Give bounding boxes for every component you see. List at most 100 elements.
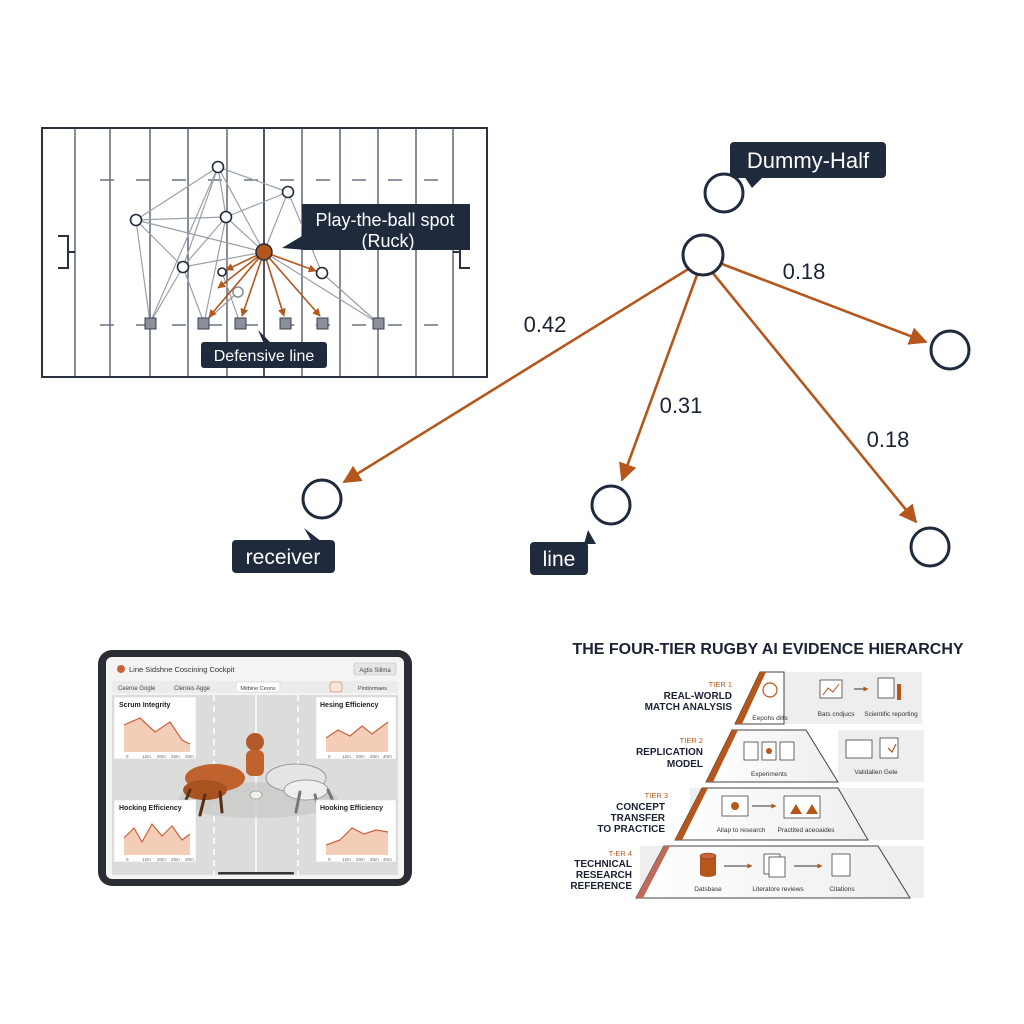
defender-square xyxy=(144,317,157,330)
literature-doc-icon xyxy=(768,856,786,878)
center-filter-button[interactable] xyxy=(235,681,281,693)
experiment-doc-icon xyxy=(743,741,759,761)
svg-text:0: 0 xyxy=(328,754,331,759)
validation-doc-icon xyxy=(879,737,899,759)
tier-2-name-2: MODEL xyxy=(667,759,703,770)
receiver-node xyxy=(301,478,343,520)
rugby-field-diagram: Play-the-ball spot (Ruck) Defensive line xyxy=(41,127,488,378)
tier-4-name-3: REFERENCE xyxy=(570,881,632,892)
line-callout: line xyxy=(530,530,596,575)
right-filter[interactable]: Pintlormaes xyxy=(358,686,387,692)
tier-4-item-3: Citations xyxy=(829,886,855,893)
svg-text:25m: 25m xyxy=(370,857,379,862)
atom-icon xyxy=(762,682,778,698)
edge-to-receiver xyxy=(342,266,691,484)
svg-text:0: 0 xyxy=(328,857,331,862)
tier-1-name-2: MATCH ANALYSIS xyxy=(645,702,733,713)
panel-hesing-efficiency: Hesing Efficiency xyxy=(315,696,397,760)
line-node xyxy=(590,484,632,526)
edge-to-right-upper xyxy=(721,262,928,345)
tier-1-name-1: REAL-WORLD xyxy=(664,691,732,702)
report-icon xyxy=(877,677,895,699)
top-button[interactable] xyxy=(353,662,397,676)
tier-3-name-3: TO PRACTICE xyxy=(597,824,665,835)
defensive-line-label: Defensive line xyxy=(214,348,315,365)
panel-scrum-integrity: Scrum Integrity xyxy=(113,696,197,760)
tier-3-name-1: CONCEPT xyxy=(616,802,665,813)
tier-3-item-2: Practited aceoaides xyxy=(777,827,835,834)
toggle-icon[interactable] xyxy=(329,681,343,693)
player-node xyxy=(232,286,244,298)
receiver-label: receiver xyxy=(246,546,321,569)
panel-hocking-efficiency: Hocking Efficiency xyxy=(113,799,197,863)
player-node xyxy=(217,267,227,277)
practice-board-icon xyxy=(783,795,821,819)
ruck-callout: Play-the-ball spot (Ruck) xyxy=(282,204,470,251)
player-connections xyxy=(135,166,379,324)
database-icon xyxy=(699,852,717,877)
player-node xyxy=(219,210,233,224)
ruck-callout-line1: Play-the-ball spot xyxy=(315,210,454,230)
svg-text:25m: 25m xyxy=(171,754,180,759)
svg-text:40m: 40m xyxy=(383,754,392,759)
top-button-label: Agtis Sillma xyxy=(359,668,391,674)
dashboard-title: Line Sidshne Coscining Cockpit xyxy=(129,665,235,674)
app-logo-icon xyxy=(117,665,125,673)
panel-tr-title: Hesing Efficiency xyxy=(320,702,378,709)
dummy-half-marker-node xyxy=(703,172,745,214)
defender-square xyxy=(234,317,247,330)
tier-4-name-1: TECHNICAL xyxy=(574,859,632,870)
home-indicator xyxy=(218,872,294,875)
svg-text:12m: 12m xyxy=(142,857,151,862)
edge-to-right-lower xyxy=(710,271,918,524)
defensive-line-callout: Defensive line xyxy=(201,330,327,368)
svg-text:40m: 40m xyxy=(383,857,392,862)
validation-chart-icon xyxy=(845,739,873,759)
tier-3: TIER 3 CONCEPT TRANSFER TO PRACTICE Alla… xyxy=(597,787,924,841)
dummy-half-callout: Dummy-Half xyxy=(730,142,886,188)
tier-4: T-ER 4 TECHNICAL RESEARCH REFERENCE Dats… xyxy=(570,845,924,899)
tier-4-item-1: Datsbase xyxy=(694,886,722,893)
tier-1-item-3: Scientific reporting xyxy=(864,711,918,718)
filter-2[interactable]: Cleroes Agge xyxy=(174,686,211,692)
filter-1[interactable]: Ceeroe Gogle xyxy=(118,686,156,692)
tier-2-item-1: Experiments xyxy=(751,771,788,778)
svg-text:20m: 20m xyxy=(356,754,365,759)
ruck-ball-node xyxy=(255,243,273,261)
field-dashed-lines xyxy=(100,179,453,326)
tier-3-item-1: Allap to research xyxy=(717,827,766,834)
defender-square xyxy=(316,317,329,330)
tier-3-name-2: TRANSFER xyxy=(611,813,666,824)
probability-tree: Dummy-Half 0.42 0.31 0.18 0.18 receiver … xyxy=(232,142,971,575)
tier-4-name-2: RESEARCH xyxy=(576,870,632,881)
tier-4-item-2: Literatore reviews xyxy=(752,886,804,893)
tier-2-name-1: REPLICATION xyxy=(636,747,703,758)
right-upper-node xyxy=(929,329,971,371)
svg-text:0: 0 xyxy=(126,754,129,759)
tier-3-tag: TIER 3 xyxy=(645,791,668,800)
attacking-players xyxy=(129,160,329,298)
hierarchy-title: THE FOUR-TIER RUGBY AI EVIDENCE HIERARCH… xyxy=(572,641,963,658)
tier-1-item-2: Bats cndjucs xyxy=(818,711,856,718)
svg-text:12m: 12m xyxy=(142,754,151,759)
svg-text:25m: 25m xyxy=(171,857,180,862)
player-node xyxy=(315,266,329,280)
panel-tl-title: Scrum Integrity xyxy=(119,702,170,709)
panel-hooking-efficiency: Hooking Efficiency xyxy=(315,799,397,863)
dummy-half-label: Dummy-Half xyxy=(747,148,870,173)
scrum-players-illustration xyxy=(180,733,338,817)
line-label: line xyxy=(543,548,576,571)
evidence-hierarchy: THE FOUR-TIER RUGBY AI EVIDENCE HIERARCH… xyxy=(570,641,964,899)
right-lower-node xyxy=(909,526,951,568)
ruck-arrows xyxy=(208,251,321,318)
tier-2-tag: TIER 2 xyxy=(680,736,703,745)
receiver-callout: receiver xyxy=(232,528,335,573)
svg-text:12m: 12m xyxy=(342,857,351,862)
ruck-callout-line2: (Ruck) xyxy=(362,231,415,251)
panel-x-ticks: 0 12m 20m 25m 40m 0 12m 20m 25m 40m 0 12… xyxy=(126,754,392,862)
svg-text:40m: 40m xyxy=(185,857,194,862)
edge-weight-receiver: 0.42 xyxy=(524,312,567,337)
root-node xyxy=(681,233,725,277)
edge-weight-line: 0.31 xyxy=(660,393,703,418)
